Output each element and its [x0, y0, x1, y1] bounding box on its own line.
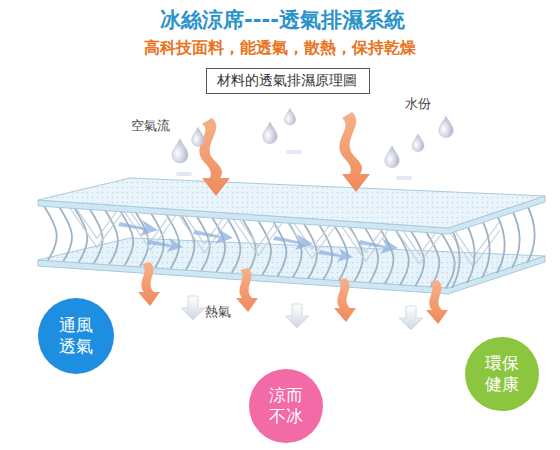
fibre	[59, 207, 72, 261]
water-label: 水份	[405, 95, 431, 113]
feature-circle: 涼而 不冰	[249, 369, 323, 443]
bottom-sheet	[38, 238, 545, 294]
down-arrows	[181, 296, 423, 330]
subtitle: 高科技面料，能透氣，散熱，保持乾燥	[144, 38, 416, 59]
fibre	[90, 209, 103, 263]
fibre	[442, 234, 455, 288]
fibre	[136, 212, 149, 266]
fibre	[274, 222, 287, 276]
feature-circle: 通風 透氣	[38, 298, 114, 374]
small-bars	[176, 150, 412, 180]
circle-fill	[465, 337, 539, 411]
circle-fill	[38, 298, 114, 374]
fibre	[497, 215, 505, 273]
air-flow-arrows	[199, 112, 370, 196]
water-drops	[172, 108, 453, 167]
title: 冰絲涼席----透氣排濕系統	[160, 6, 405, 34]
fibre	[182, 216, 195, 270]
fibre	[467, 225, 475, 283]
fibre	[304, 224, 317, 278]
feature-circle: 環保 健康	[465, 337, 539, 411]
circle-text: 環保 健康	[483, 353, 520, 396]
circle-shape	[465, 337, 539, 411]
fibre	[411, 232, 424, 286]
fibre	[427, 233, 440, 287]
caption-box: 材料的透氣排濕原理圖	[206, 68, 370, 94]
box-text: 材料的透氣排濕原理圖	[217, 72, 359, 90]
fibre	[527, 205, 535, 263]
air-flow-label: 空氣流	[131, 117, 170, 135]
circle-shape	[249, 369, 323, 443]
fibre	[197, 217, 210, 271]
fibre	[44, 206, 57, 260]
heat-label: 熱氣	[205, 303, 231, 321]
top-sheet	[38, 178, 545, 234]
fibre	[482, 220, 490, 278]
fibre	[258, 221, 271, 275]
circle-shape	[38, 298, 114, 374]
fibre	[512, 210, 520, 268]
circle-text: 通風 透氣	[57, 315, 94, 358]
fibre	[212, 218, 225, 272]
circle-fill	[249, 369, 323, 443]
fibre	[452, 230, 460, 288]
fibre	[75, 208, 88, 262]
fibre	[121, 211, 134, 265]
circle-text: 涼而 不冰	[267, 385, 304, 428]
